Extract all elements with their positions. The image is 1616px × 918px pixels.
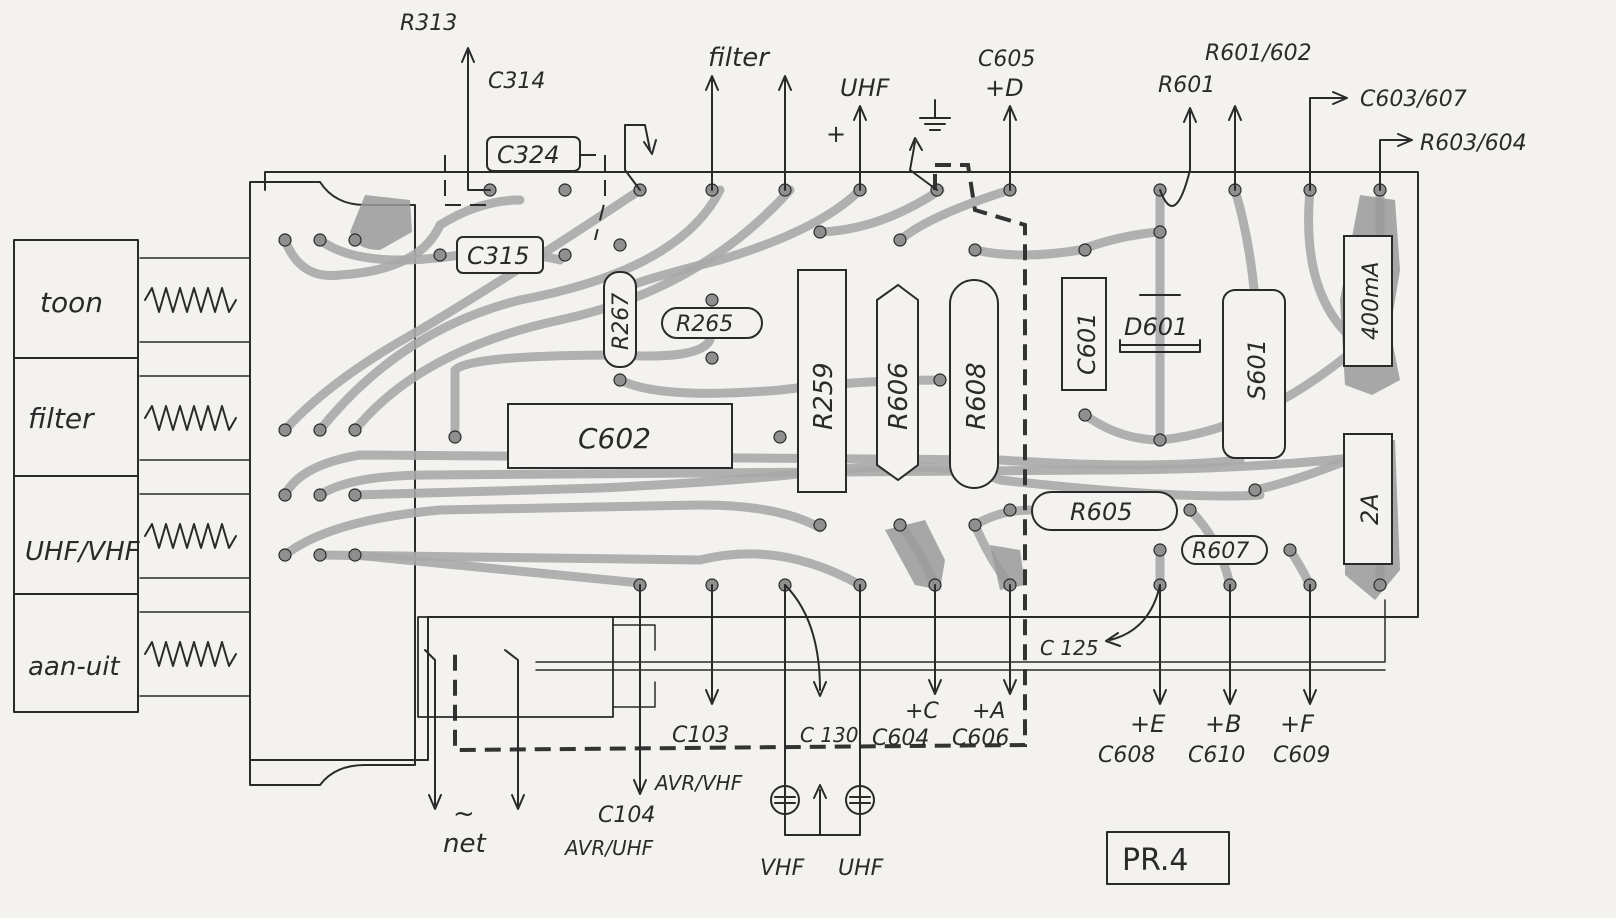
d601-label: D601	[1124, 313, 1188, 341]
label-r601: R601	[1158, 73, 1215, 98]
label-c603-607: C603/607	[1360, 87, 1467, 112]
r259-body	[797, 269, 847, 493]
label-c609: C609	[1273, 743, 1330, 768]
label-c314: C314	[488, 69, 545, 94]
r265-body	[661, 307, 763, 339]
label-plus-a: +A	[972, 699, 1005, 724]
d601-body	[1119, 294, 1201, 353]
label-c130: C 130	[800, 723, 859, 747]
label-r603-604: R603/604	[1420, 131, 1527, 156]
label-plus-d: +D	[985, 74, 1024, 102]
switch-label-toon: toon	[40, 286, 103, 319]
switch-buttons	[13, 239, 251, 713]
label-plus-c: +C	[905, 699, 939, 724]
label-tilde: ~	[453, 799, 475, 829]
label-c606: C606	[952, 726, 1009, 751]
c324-label: C324	[497, 141, 560, 169]
label-c605: C605	[978, 47, 1035, 72]
label-c604: C604	[872, 726, 929, 751]
c315-label: C315	[467, 242, 530, 270]
label-plus: +	[826, 120, 846, 148]
s601-body	[1222, 289, 1286, 459]
label-plus-e: +E	[1130, 710, 1166, 738]
r259-label: R259	[809, 362, 839, 430]
r267-label: R267	[609, 293, 634, 350]
label-c103: C103	[672, 723, 729, 748]
switch-label-aan-uit: aan-uit	[28, 652, 120, 682]
r605-body	[1031, 491, 1178, 531]
label-c610: C610	[1188, 743, 1245, 768]
fuse-bottom-body	[1343, 433, 1393, 565]
label-avr-uhf: AVR/UHF	[563, 836, 654, 860]
r608-label: R608	[962, 362, 992, 430]
r606-label: R606	[884, 362, 914, 430]
label-c608: C608	[1098, 743, 1155, 768]
fuse-top-body	[1343, 235, 1393, 367]
stamp-label: PR.4	[1122, 843, 1189, 878]
label-c104: C104	[598, 803, 655, 828]
c601-body	[1061, 277, 1107, 391]
pads	[278, 183, 1387, 592]
fuse-top-label: 400mA	[1359, 262, 1384, 340]
stamp-box	[1106, 831, 1230, 885]
r267-body	[603, 271, 637, 368]
pcb-outline	[249, 171, 1419, 761]
label-plus-f: +F	[1280, 710, 1315, 738]
r265-label: R265	[676, 312, 733, 337]
label-uhf-top: UHF	[840, 74, 891, 102]
label-uhf-bottom: UHF	[838, 856, 884, 881]
switch-label-uhf-vhf: UHF/VHF	[25, 537, 141, 567]
s601-label: S601	[1243, 339, 1271, 400]
r605-label: R605	[1070, 498, 1132, 526]
bottom-leads	[424, 584, 1317, 836]
label-r313: R313	[400, 11, 457, 36]
switch-label-filter: filter	[28, 402, 95, 435]
label-plus-b: +B	[1205, 710, 1242, 738]
r608-body	[949, 279, 999, 489]
r607-body	[1181, 535, 1268, 565]
label-filter-top: filter	[708, 43, 771, 73]
c601-label: C601	[1073, 312, 1101, 375]
c315-body	[456, 236, 544, 274]
r607-label: R607	[1192, 539, 1249, 564]
c602-body	[507, 403, 733, 469]
label-c125: C 125	[1040, 636, 1099, 660]
top-leads	[461, 47, 1413, 207]
mains-switch	[417, 599, 1386, 718]
fuse-bottom-label: 2A	[1356, 493, 1384, 525]
label-r601-602: R601/602	[1205, 41, 1312, 66]
label-net: net	[443, 829, 486, 859]
c602-label: C602	[578, 422, 651, 455]
label-avr-vhf: AVR/VHF	[653, 771, 743, 795]
r606-body	[876, 283, 919, 482]
label-vhf-bottom: VHF	[760, 856, 805, 881]
switch-block	[249, 181, 416, 786]
